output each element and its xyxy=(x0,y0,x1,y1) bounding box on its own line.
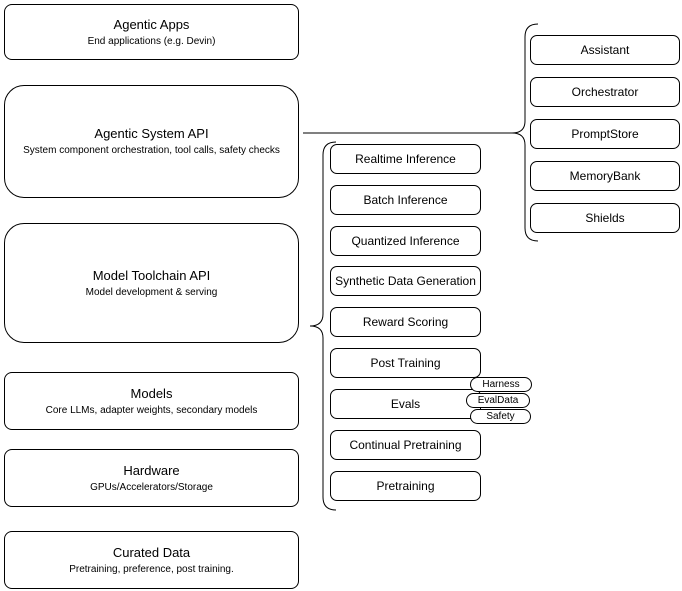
node-label: Batch Inference xyxy=(363,193,448,207)
node-label: Reward Scoring xyxy=(362,315,449,329)
node-title: Model Toolchain API xyxy=(92,267,211,283)
pill-label: Safety xyxy=(486,410,515,422)
node-subtitle: Core LLMs, adapter weights, secondary mo… xyxy=(45,404,258,416)
node-reward-scoring: Reward Scoring xyxy=(330,307,481,337)
node-title: Models xyxy=(130,385,173,401)
node-label: Orchestrator xyxy=(571,85,639,99)
node-title: Hardware xyxy=(123,462,180,478)
node-agentic-system-api: Agentic System API System component orch… xyxy=(4,85,299,198)
pill-evaldata: EvalData xyxy=(466,393,530,408)
node-label: Synthetic Data Generation xyxy=(335,274,476,288)
pill-harness: Harness xyxy=(470,377,532,392)
node-memorybank: MemoryBank xyxy=(530,161,680,191)
node-post-training: Post Training xyxy=(330,348,481,378)
node-subtitle: End applications (e.g. Devin) xyxy=(87,35,216,47)
node-hardware: Hardware GPUs/Accelerators/Storage xyxy=(4,449,299,507)
pill-label: EvalData xyxy=(477,394,519,406)
node-label: MemoryBank xyxy=(569,169,641,183)
node-evals: Evals xyxy=(330,389,481,419)
node-pretraining: Pretraining xyxy=(330,471,481,501)
node-realtime-inference: Realtime Inference xyxy=(330,144,481,174)
node-label: Assistant xyxy=(580,43,630,57)
pill-safety: Safety xyxy=(470,409,531,424)
node-orchestrator: Orchestrator xyxy=(530,77,680,107)
node-models: Models Core LLMs, adapter weights, secon… xyxy=(4,372,299,430)
node-agentic-apps: Agentic Apps End applications (e.g. Devi… xyxy=(4,4,299,60)
node-assistant: Assistant xyxy=(530,35,680,65)
node-quantized-inference: Quantized Inference xyxy=(330,226,481,256)
node-batch-inference: Batch Inference xyxy=(330,185,481,215)
node-subtitle: System component orchestration, tool cal… xyxy=(23,145,280,156)
node-label: Evals xyxy=(390,397,421,411)
node-curated-data: Curated Data Pretraining, preference, po… xyxy=(4,531,299,589)
node-label: Realtime Inference xyxy=(355,152,456,166)
node-subtitle: GPUs/Accelerators/Storage xyxy=(90,481,213,493)
node-subtitle: Model development & serving xyxy=(85,286,218,298)
node-label: PromptStore xyxy=(571,127,639,141)
node-model-toolchain-api: Model Toolchain API Model development & … xyxy=(4,223,299,343)
node-label: Quantized Inference xyxy=(351,234,460,248)
node-continual-pretraining: Continual Pretraining xyxy=(330,430,481,460)
node-title: Agentic Apps xyxy=(113,16,190,32)
node-shields: Shields xyxy=(530,203,680,233)
node-title: Agentic System API xyxy=(94,126,209,141)
node-synthetic-data-generation: Synthetic Data Generation xyxy=(330,266,481,296)
pill-label: Harness xyxy=(482,378,520,390)
node-label: Post Training xyxy=(370,356,441,370)
node-promptstore: PromptStore xyxy=(530,119,680,149)
node-subtitle: Pretraining, preference, post training. xyxy=(69,563,234,575)
node-label: Continual Pretraining xyxy=(349,438,462,452)
node-label: Shields xyxy=(585,211,625,225)
node-label: Pretraining xyxy=(376,479,435,493)
node-title: Curated Data xyxy=(112,544,191,560)
